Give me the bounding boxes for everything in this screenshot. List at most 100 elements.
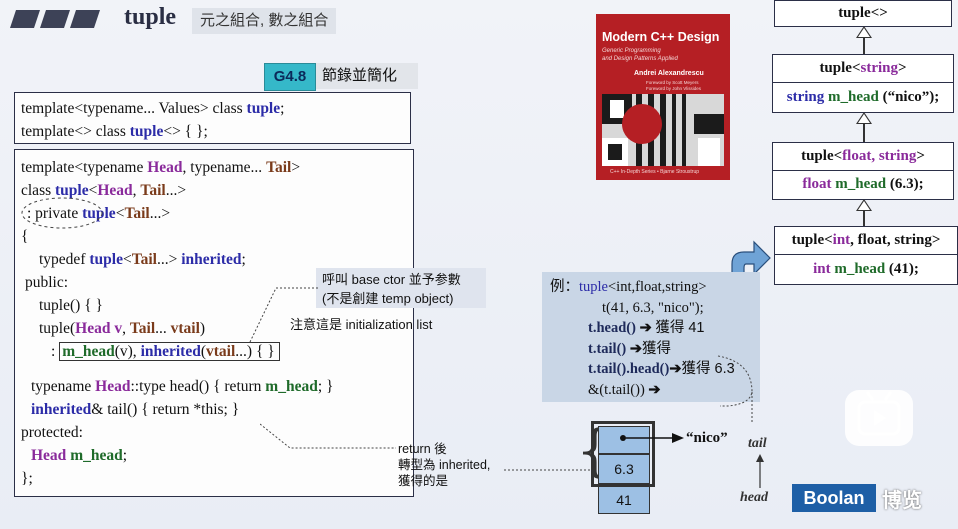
code-text: typedef: [39, 251, 90, 268]
example-text: <int,float,string>: [608, 279, 707, 295]
code-keyword: inherited: [140, 343, 201, 360]
member-type: string: [786, 89, 828, 105]
code-text: ,: [132, 182, 141, 199]
example-code: t.tail(): [588, 340, 630, 357]
code-text: ...) { }: [235, 343, 275, 360]
code-member: m_head: [66, 447, 123, 464]
init-list-box: m_head(v), inherited(vtail...) { }: [59, 342, 280, 361]
play-video-button[interactable]: [845, 390, 913, 446]
code-text: class: [21, 182, 56, 199]
section-badge: G4.8: [264, 63, 316, 91]
code-text: ;: [122, 447, 128, 464]
spacer: [21, 363, 413, 375]
code-line: tuple() { }: [39, 297, 103, 314]
code-line: };: [21, 470, 33, 487]
code-line: : private tuple<Tail...>: [21, 202, 413, 225]
book-foreword-2: Foreword by John Vlissides: [646, 86, 702, 91]
callout-line: 呼叫 base ctor 並予参數: [322, 272, 461, 287]
code-text: tuple(: [39, 320, 76, 337]
return-note-line: 轉型為 inherited,: [398, 458, 491, 472]
inherit-arrow-1: [856, 26, 872, 38]
example-line: t(41, 6.3, "nico");: [602, 299, 704, 316]
example-line: t.tail().head()➔獲得 6.3: [550, 359, 760, 380]
book-title: Modern C++ Design: [602, 30, 720, 44]
code-member: m_head: [265, 378, 318, 395]
title-text: tuple<: [791, 232, 833, 248]
inherit-line-1: [863, 38, 865, 54]
arrow-right-icon: ➔: [669, 361, 682, 377]
title-text: tuple<: [819, 60, 861, 76]
member-name: m_head: [834, 261, 886, 277]
code-line: Head m_head;: [21, 444, 413, 467]
hierarchy-title: tuple<string>: [773, 55, 953, 83]
code-text: <: [88, 182, 98, 199]
decl-text: ;: [280, 100, 285, 117]
code-text: ; }: [317, 378, 334, 395]
book-subtitle-2: and Design Patterns Applied: [602, 56, 678, 62]
member-type: int: [813, 261, 835, 277]
code-text: : private: [27, 205, 83, 222]
tail-label: tail: [748, 436, 767, 451]
code-type: Head: [147, 159, 183, 176]
hierarchy-tuple-empty: tuple<>: [774, 0, 952, 27]
example-box: 例：tuple<int,float,string> t(41, 6.3, "ni…: [542, 272, 760, 402]
code-text: :: [51, 343, 60, 360]
return-note-line: 獲得的是: [398, 474, 449, 488]
callout-pointer: [249, 287, 318, 343]
member-type: float: [802, 176, 836, 192]
code-text: ::type head() { return: [130, 378, 266, 395]
book-foreword-1: Foreword by Scott Meyers: [646, 80, 699, 85]
callout-line: (不是創建 temp object): [322, 291, 454, 306]
hierarchy-top-label: tuple<>: [838, 5, 888, 21]
example-result: 獲得 6.3: [681, 361, 735, 377]
code-line: : m_head(v), inherited(vtail...) { }: [21, 340, 413, 363]
inherit-arrow-2: [856, 112, 872, 124]
example-line: t.head() ➔ 獲得 41: [550, 318, 760, 339]
decl-text: <> { };: [163, 123, 208, 140]
example-result: 獲得: [642, 340, 672, 357]
code-type: Tail: [129, 320, 156, 337]
code-text: template<typename: [21, 159, 148, 176]
book-cover: Modern C++ Design Generic Programming an…: [596, 14, 730, 180]
code-keyword: inherited: [31, 401, 92, 418]
hierarchy-tuple-string: tuple<string> string m_head (“nico”);: [772, 54, 954, 113]
play-icon: [857, 391, 901, 436]
memory-cell-outer-frame: [591, 421, 655, 487]
code-text: <: [122, 251, 132, 268]
hierarchy-member: string m_head (“nico”);: [773, 83, 953, 111]
private-highlight-ellipse: [21, 197, 103, 229]
code-keyword: tuple: [89, 251, 123, 268]
decl-keyword: tuple: [246, 100, 281, 117]
pointer-dot-icon: [620, 435, 626, 441]
example-line: t.tail() ➔獲得: [550, 339, 760, 360]
member-name: m_head: [835, 176, 887, 192]
book-subtitle-1: Generic Programming: [602, 48, 661, 54]
example-line: 例：tuple<int,float,string>: [550, 277, 760, 298]
hierarchy-title: tuple<int, float, string>: [775, 227, 957, 255]
code-text: ...>: [165, 182, 187, 199]
hierarchy-member: int m_head (41);: [775, 255, 957, 283]
code-line: inherited& tail() { return *this; }: [21, 398, 413, 421]
page-title: tuple: [124, 4, 177, 30]
head-to-tail-arrow: [756, 454, 764, 488]
example-to-memory-link: [717, 355, 753, 424]
code-type: Tail: [124, 205, 150, 222]
code-text: ,: [122, 320, 130, 337]
return-note-line: return 後: [398, 442, 447, 456]
code-var: vtail: [170, 320, 200, 337]
inherit-line-2: [863, 124, 865, 142]
code-line: {: [21, 228, 29, 245]
code-type: Tail: [140, 182, 166, 199]
code-text: >: [291, 159, 301, 176]
base-ctor-callout: 呼叫 base ctor 並予参數 (不是創建 temp object): [316, 268, 486, 308]
member-value: (6.3);: [886, 176, 924, 192]
title-text: >: [898, 60, 907, 76]
decl-line-2: template<> class tuple<> { };: [21, 120, 410, 143]
example-label: 例：: [550, 279, 579, 295]
pointer-arrow-icon: [626, 433, 684, 443]
code-text: (: [200, 343, 207, 360]
decl-text: template<typename... Values> class: [21, 100, 247, 117]
title-text: >: [916, 148, 925, 164]
return-pointer: [260, 423, 592, 471]
code-text: ;: [241, 251, 246, 268]
